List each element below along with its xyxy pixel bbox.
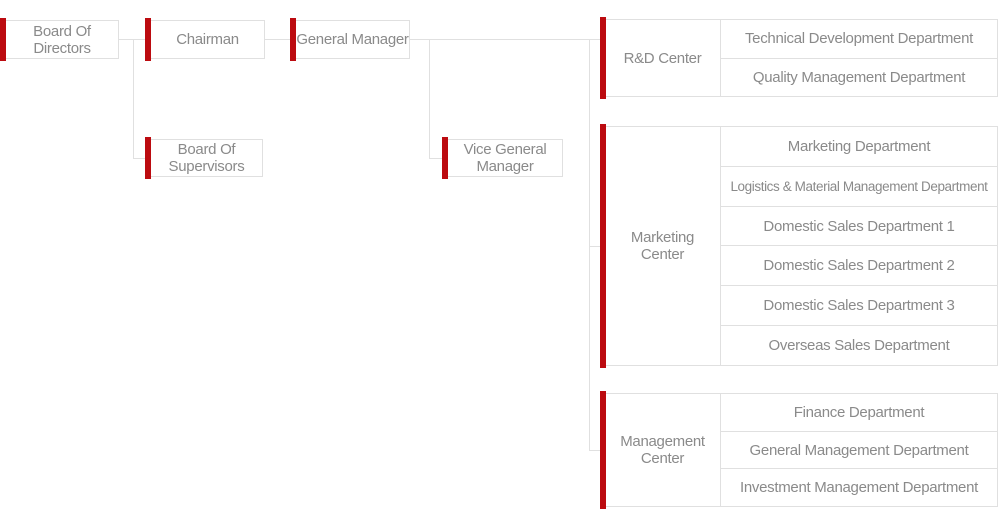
connector-into-marketing-center (589, 246, 600, 247)
dept-label: Finance Department (793, 403, 925, 421)
group-label: Marketing Center (630, 229, 695, 263)
connector-drop-to-supervisors (133, 39, 134, 158)
dept-label: Investment Management Department (739, 479, 979, 497)
group-label: R&D Center (623, 49, 702, 67)
dept-cell: Quality Management Department (721, 57, 997, 97)
connector-into-vice-gm (429, 158, 442, 159)
group-rd-center: R&D Center Technical Development Departm… (600, 17, 998, 99)
node-label: General Manager (296, 31, 409, 48)
group-label: Management Center (620, 433, 705, 467)
accent-bar (600, 124, 606, 368)
dept-cell: Overseas Sales Department (721, 325, 997, 365)
center-cell-management: Management Center (601, 394, 721, 506)
connector-into-supervisors (133, 158, 145, 159)
dept-cell: Logistics & Material Management Departme… (721, 165, 997, 206)
accent-bar (145, 18, 151, 61)
accent-bar (600, 17, 606, 99)
accent-bar (145, 137, 151, 179)
department-list: Technical Development Department Quality… (721, 20, 997, 96)
dept-cell: Technical Development Department (721, 20, 997, 58)
dept-cell: Domestic Sales Department 2 (721, 245, 997, 285)
accent-bar (0, 18, 6, 61)
dept-label: General Management Department (749, 441, 969, 459)
dept-label: Domestic Sales Department 1 (763, 217, 955, 235)
connector-bod-to-chairman (119, 39, 145, 40)
node-label: Chairman (176, 31, 239, 48)
node-vice-general-manager: Vice General Manager (442, 137, 563, 179)
node-board-of-directors: Board Of Directors (0, 18, 119, 61)
center-cell-rd: R&D Center (601, 20, 721, 96)
dept-label: Logistics & Material Management Departme… (730, 178, 988, 194)
connector-gm-to-rd-center (410, 39, 600, 40)
accent-bar (600, 391, 606, 509)
dept-cell: Domestic Sales Department 3 (721, 285, 997, 325)
accent-bar (442, 137, 448, 179)
department-list: Marketing Department Logistics & Materia… (721, 127, 997, 365)
node-label: Board Of Directors (33, 22, 91, 57)
node-label: Vice General Manager (463, 141, 547, 175)
dept-cell: Investment Management Department (721, 468, 997, 506)
dept-label: Domestic Sales Department 2 (763, 257, 955, 275)
dept-cell: General Management Department (721, 430, 997, 469)
node-general-manager: General Manager (290, 18, 410, 61)
dept-label: Domestic Sales Department 3 (763, 297, 955, 315)
dept-label: Quality Management Department (752, 68, 966, 86)
connector-into-management-center (589, 450, 601, 451)
node-board-of-supervisors: Board Of Supervisors (145, 137, 263, 179)
group-marketing-center: Marketing Center Marketing Department Lo… (600, 124, 998, 368)
dept-label: Technical Development Department (744, 30, 974, 48)
dept-cell: Marketing Department (721, 127, 997, 166)
node-chairman: Chairman (145, 18, 265, 61)
accent-bar (290, 18, 296, 61)
department-list: Finance Department General Management De… (721, 394, 997, 506)
dept-label: Marketing Department (787, 137, 931, 155)
group-management-center: Management Center Finance Department Gen… (600, 391, 998, 509)
connector-trunk (589, 39, 590, 450)
node-label: Board Of Supervisors (168, 141, 245, 175)
connector-chairman-to-gm (265, 39, 290, 40)
dept-label: Overseas Sales Department (768, 337, 950, 355)
connector-drop-to-vice-gm (429, 39, 430, 158)
dept-cell: Domestic Sales Department 1 (721, 205, 997, 246)
dept-cell: Finance Department (721, 394, 997, 431)
center-cell-marketing: Marketing Center (601, 127, 721, 365)
